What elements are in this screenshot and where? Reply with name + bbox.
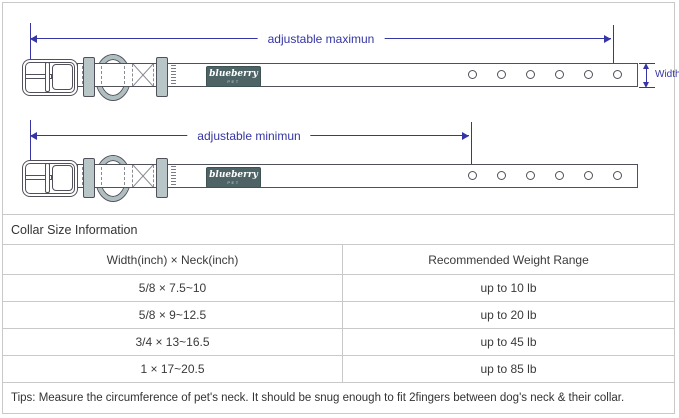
adjustment-holes [468, 70, 622, 79]
grommet-hole [613, 171, 622, 180]
weight-cell: up to 10 lb [480, 281, 537, 295]
table-row: 5/8 × 7.5~10 up to 10 lb [3, 274, 674, 301]
weight-cell: up to 85 lb [480, 362, 537, 376]
adjustment-holes [468, 171, 622, 180]
grommet-hole [526, 70, 535, 79]
metal-buckle [22, 59, 78, 96]
stitch-line [124, 167, 125, 185]
grommet-hole [584, 70, 593, 79]
weight-cell: up to 45 lb [480, 335, 537, 349]
logo-sub-text: PET [227, 179, 240, 185]
stitch-line [82, 66, 83, 84]
grommet-hole [468, 70, 477, 79]
stitch-line [101, 66, 102, 84]
weight-cell: up to 20 lb [480, 308, 537, 322]
woven-size-label [171, 65, 176, 85]
grommet-hole [468, 171, 477, 180]
woven-size-label [171, 166, 176, 186]
arrow-up-icon [643, 63, 649, 69]
blueberry-logo: blueberry PET [206, 167, 261, 188]
buckle-opening [52, 165, 73, 191]
dimension-line [646, 67, 647, 84]
adjustable-maximum-label: adjustable maximun [257, 32, 385, 46]
size-cell: 5/8 × 9~12.5 [3, 302, 343, 328]
grommet-hole [613, 70, 622, 79]
size-cell: 1 × 17~20.5 [3, 356, 343, 382]
size-cell: 5/8 × 7.5~10 [3, 275, 343, 301]
collar-strap [77, 164, 638, 188]
dimension-extension-line [613, 25, 614, 80]
buckle-prong [25, 74, 52, 79]
dimension-extension-line [30, 120, 31, 160]
table-title: Collar Size Information [11, 222, 138, 237]
column-header-weight: Recommended Weight Range [428, 252, 589, 267]
logo-brand-text: blueberry [209, 68, 258, 79]
grommet-hole [497, 70, 506, 79]
table-row: 1 × 17~20.5 up to 85 lb [3, 355, 674, 382]
grommet-hole [497, 171, 506, 180]
buckle-opening [52, 64, 73, 90]
table-title-row: Collar Size Information [3, 214, 674, 244]
stitch-line [82, 167, 83, 185]
keeper-loop [83, 158, 95, 198]
grommet-hole [555, 70, 564, 79]
width-dimension: Width [633, 61, 679, 91]
keeper-loop [156, 158, 168, 198]
tips-text: Tips: Measure the circumference of pet's… [11, 392, 625, 404]
grommet-hole [526, 171, 535, 180]
collar-illustration-top: blueberry PET [3, 3, 679, 113]
adjustable-minimum-label: adjustable minimun [187, 129, 311, 143]
logo-brand-text: blueberry [209, 169, 258, 180]
column-header-size: Width(inch) × Neck(inch) [3, 245, 343, 274]
width-label: Width [655, 69, 679, 80]
table-header-row: Width(inch) × Neck(inch) Recommended Wei… [3, 244, 674, 274]
stitch-line [101, 167, 102, 185]
arrow-down-icon [643, 82, 649, 88]
buckle-prong [25, 175, 52, 180]
grommet-hole [584, 171, 593, 180]
stitch-line [124, 66, 125, 84]
size-cell: 3/4 × 13~16.5 [3, 329, 343, 355]
tips-row: Tips: Measure the circumference of pet's… [3, 382, 674, 413]
keeper-loop [83, 57, 95, 97]
table-row: 5/8 × 9~12.5 up to 20 lb [3, 301, 674, 328]
buckle-bar [45, 62, 50, 92]
cross-stitch-box [132, 64, 154, 86]
grommet-hole [555, 171, 564, 180]
blueberry-logo: blueberry PET [206, 66, 261, 87]
table-row: 3/4 × 13~16.5 up to 45 lb [3, 328, 674, 355]
logo-sub-text: PET [227, 78, 240, 84]
collar-strap [77, 63, 638, 87]
dimension-extension-line [471, 122, 472, 183]
collar-diagram: adjustable maximun adjustable minimun Wi… [3, 3, 679, 214]
keeper-loop [156, 57, 168, 97]
cross-stitch-box [132, 165, 154, 187]
metal-buckle [22, 160, 78, 197]
buckle-bar [45, 163, 50, 193]
collar-illustration-bottom: blueberry PET [3, 104, 679, 214]
